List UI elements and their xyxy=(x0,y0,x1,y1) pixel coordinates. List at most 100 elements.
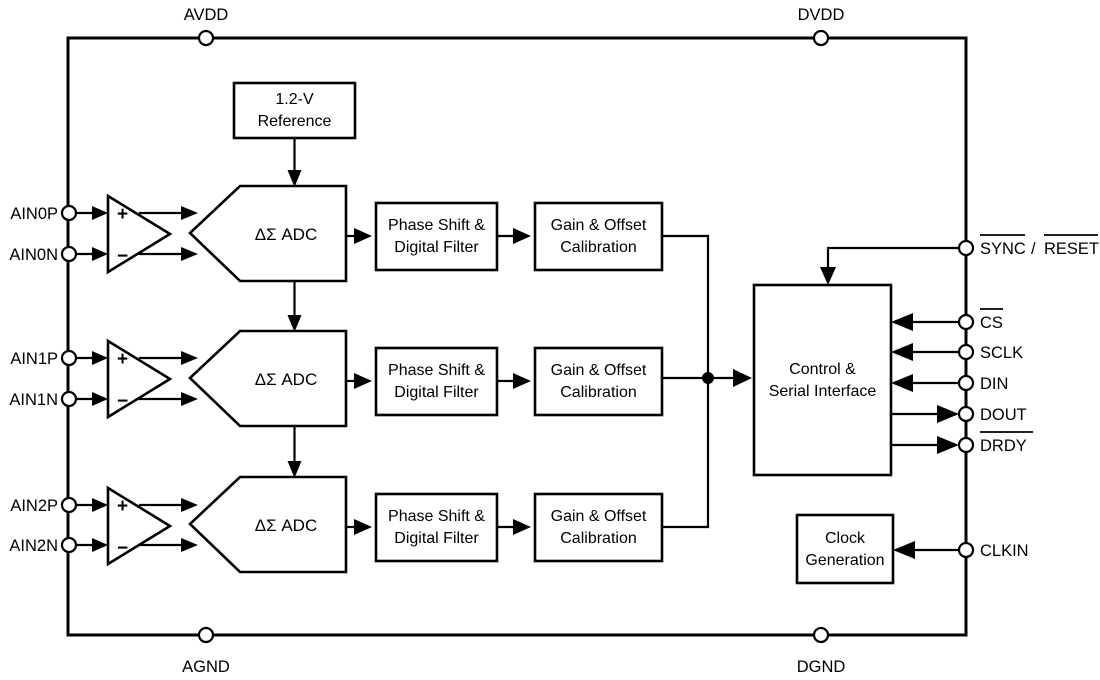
pin-label-agnd: AGND xyxy=(182,658,230,676)
pin-avdd-terminal[interactable] xyxy=(197,29,215,47)
arrowhead-adc0-to-filter0 xyxy=(354,228,372,244)
arrowhead-pga1-out-p xyxy=(181,351,198,365)
clock-label-line1: Clock xyxy=(825,530,866,547)
pin-label-sync-separator: / xyxy=(1031,240,1036,258)
pin-dgnd-terminal[interactable] xyxy=(812,626,830,644)
arrowhead-sclk xyxy=(891,343,913,361)
pin-label-ain0p: AIN0P xyxy=(10,205,58,223)
pin-label-cs: CS xyxy=(980,314,1003,332)
pin-drdy-terminal[interactable] xyxy=(957,436,975,454)
arrowhead-adc1-to-filter1 xyxy=(354,373,372,389)
arrowhead-pga2-out-p xyxy=(181,498,198,512)
pin-ain0n-terminal[interactable] xyxy=(60,245,78,263)
pin-cs-terminal[interactable] xyxy=(957,313,975,331)
arrowhead-ain0n xyxy=(92,247,108,261)
arrowhead-pga0-out-n xyxy=(181,247,198,261)
pin-ain0p-terminal[interactable] xyxy=(60,204,78,222)
filter-1-label-line2: Digital Filter xyxy=(394,384,479,401)
pin-dout-terminal[interactable] xyxy=(957,405,975,423)
pin-label-sclk: SCLK xyxy=(980,344,1023,362)
arrowhead-drdy xyxy=(937,436,959,454)
calib-1-label-line2: Calibration xyxy=(560,384,636,401)
arrowhead-din xyxy=(891,374,913,392)
pin-sclk-terminal[interactable] xyxy=(957,343,975,361)
arrowhead-adc0-to-adc1 xyxy=(287,315,302,332)
arrowhead-ain2n xyxy=(92,538,108,552)
wire-sync-reset-to-control xyxy=(826,246,961,274)
pin-ain2n-terminal[interactable] xyxy=(60,536,78,554)
reference-label-line1: 1.2-V xyxy=(275,91,314,108)
pga-2-minus-label: − xyxy=(117,538,128,559)
calib-1-label-line1: Gain & Offset xyxy=(551,362,647,379)
pin-ain1p-terminal[interactable] xyxy=(60,349,78,367)
pga-1-minus-label: − xyxy=(117,391,128,412)
pin-label-dout: DOUT xyxy=(980,406,1027,424)
pin-label-ain1p: AIN1P xyxy=(10,350,58,368)
pin-label-reset: RESET xyxy=(1044,240,1099,258)
phase-shift-filter-block-1 xyxy=(374,346,499,417)
wire-calib0-to-bus xyxy=(660,234,710,380)
pin-label-ain1n: AIN1N xyxy=(9,391,58,409)
arrowhead-adc2-to-filter2 xyxy=(354,519,372,535)
pin-ain2p-terminal[interactable] xyxy=(60,496,78,514)
pin-label-dgnd: DGND xyxy=(797,658,846,676)
pga-0-minus-label: − xyxy=(117,246,128,267)
filter-1-label-line1: Phase Shift & xyxy=(388,362,485,379)
gain-offset-calibration-block-0 xyxy=(533,201,664,272)
arrowhead-ain1p xyxy=(92,351,108,365)
pin-agnd-terminal[interactable] xyxy=(197,626,215,644)
pin-label-sync: SYNC xyxy=(980,240,1026,258)
phase-shift-filter-block-2 xyxy=(374,492,499,563)
pin-label-ain2n: AIN2N xyxy=(9,537,58,555)
arrowhead-filter1-to-calib1 xyxy=(513,373,531,389)
pin-label-drdy: DRDY xyxy=(980,437,1027,455)
pin-ain1n-terminal[interactable] xyxy=(60,390,78,408)
arrowhead-pga0-out-p xyxy=(181,206,198,220)
pin-sync-reset-terminal[interactable] xyxy=(957,239,975,257)
control-label-line2: Serial Interface xyxy=(769,383,877,400)
calib-2-label-line1: Gain & Offset xyxy=(551,508,647,525)
arrowhead-ain2p xyxy=(92,498,108,512)
arrowhead-pga1-out-n xyxy=(181,392,198,406)
gain-offset-calibration-block-2 xyxy=(533,492,664,563)
pin-label-ain2p: AIN2P xyxy=(10,497,58,515)
control-label-line1: Control & xyxy=(789,361,856,378)
pga-1-plus-label: + xyxy=(117,349,128,370)
clock-generation-block xyxy=(795,513,895,585)
filter-0-label-line1: Phase Shift & xyxy=(388,217,485,234)
arrowhead-bus-to-control xyxy=(733,369,752,387)
calib-0-label-line1: Gain & Offset xyxy=(551,217,647,234)
arrowhead-adc1-to-adc2 xyxy=(287,461,302,478)
pin-clkin-terminal[interactable] xyxy=(957,541,975,559)
pin-dvdd-terminal[interactable] xyxy=(812,29,830,47)
pin-label-ain0n: AIN0N xyxy=(9,246,58,264)
arrowhead-filter0-to-calib0 xyxy=(513,228,531,244)
pga-0-plus-label: + xyxy=(117,204,128,225)
gain-offset-calibration-block-1 xyxy=(533,346,664,417)
arrowhead-cs xyxy=(891,313,913,331)
delta-sigma-adc-0 xyxy=(188,184,348,283)
control-serial-interface-block xyxy=(752,283,893,477)
arrowhead-reference-to-adc0 xyxy=(287,170,302,187)
filter-0-label-line2: Digital Filter xyxy=(394,239,479,256)
reference-label-line2: Reference xyxy=(258,113,332,130)
filter-2-label-line1: Phase Shift & xyxy=(388,508,485,525)
arrowhead-ain0p xyxy=(92,206,108,220)
pin-din-terminal[interactable] xyxy=(957,374,975,392)
pin-label-din: DIN xyxy=(980,375,1008,393)
calib-2-label-line2: Calibration xyxy=(560,530,636,547)
adc-1-label: ΔΣ ADC xyxy=(255,370,317,389)
adc-2-label: ΔΣ ADC xyxy=(255,516,317,535)
pin-label-clkin: CLKIN xyxy=(980,542,1029,560)
arrowhead-dout xyxy=(937,405,959,423)
wire-calib2-to-bus xyxy=(660,376,710,529)
clock-label-line2: Generation xyxy=(805,552,884,569)
pin-label-dvdd: DVDD xyxy=(798,6,845,24)
delta-sigma-adc-2 xyxy=(188,475,348,574)
arrowhead-pga2-out-n xyxy=(181,538,198,552)
arrowhead-clkin xyxy=(893,541,915,559)
arrowhead-filter2-to-calib2 xyxy=(513,519,531,535)
arrowhead-ain1n xyxy=(92,392,108,406)
adc-0-label: ΔΣ ADC xyxy=(255,225,317,244)
